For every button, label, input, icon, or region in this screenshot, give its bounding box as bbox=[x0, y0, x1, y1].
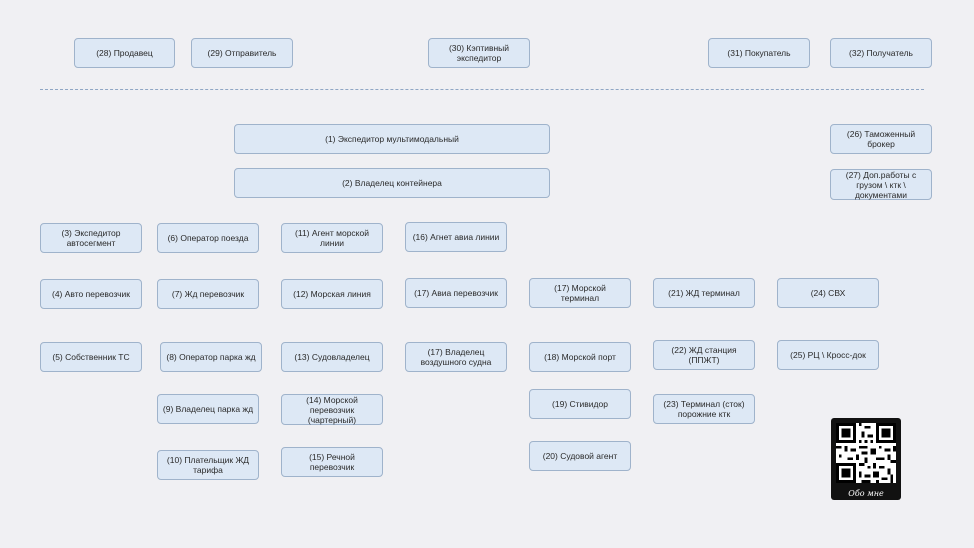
node-ship-agent: (20) Судовой агент bbox=[529, 441, 631, 471]
node-charter-sea-carrier: (14) Морской перевозчик (чартерный) bbox=[281, 394, 383, 425]
node-sea-line-agent: (11) Агент морской линии bbox=[281, 223, 383, 253]
node-distribution-center: (25) РЦ \ Кросс-док bbox=[777, 340, 879, 370]
node-extra-works: (27) Доп.работы с грузом \ ктк \ докумен… bbox=[830, 169, 932, 200]
node-empty-container-depot: (23) Терминал (сток) порожние ктк bbox=[653, 394, 755, 424]
node-captive-forwarder: (30) Кэптивный экспедитор bbox=[428, 38, 530, 68]
node-vehicle-owner: (5) Собственник ТС bbox=[40, 342, 142, 372]
node-shipper: (29) Отправитель bbox=[191, 38, 293, 68]
node-multimodal-forwarder: (1) Экспедитор мультимодальный bbox=[234, 124, 550, 154]
node-air-line-agent: (16) Агнет авиа линии bbox=[405, 222, 507, 252]
node-sea-terminal: (17) Морской терминал bbox=[529, 278, 631, 308]
node-temp-storage: (24) СВХ bbox=[777, 278, 879, 308]
node-river-carrier: (15) Речной перевозчик bbox=[281, 447, 383, 477]
qr-code[interactable]: Обо мне bbox=[831, 418, 901, 500]
node-sea-line: (12) Морская линия bbox=[281, 279, 383, 309]
node-customs-broker: (26) Таможенный брокер bbox=[830, 124, 932, 154]
node-rail-station: (22) ЖД станция (ППЖТ) bbox=[653, 340, 755, 370]
node-stevedore: (19) Стивидор bbox=[529, 389, 631, 419]
node-auto-carrier: (4) Авто перевозчик bbox=[40, 279, 142, 309]
node-rail-terminal: (21) ЖД терминал bbox=[653, 278, 755, 308]
node-rail-tariff-payer: (10) Плательщик ЖД тарифа bbox=[157, 450, 259, 480]
node-air-carrier: (17) Авиа перевозчик bbox=[405, 278, 507, 308]
qr-caption: Обо мне bbox=[848, 489, 884, 498]
node-rail-fleet-operator: (8) Оператор парка жд bbox=[160, 342, 262, 372]
node-buyer: (31) Покупатель bbox=[708, 38, 810, 68]
qr-code-icon bbox=[836, 423, 896, 483]
node-consignee: (32) Получатель bbox=[830, 38, 932, 68]
node-sea-port: (18) Морской порт bbox=[529, 342, 631, 372]
node-rail-fleet-owner: (9) Владелец парка жд bbox=[157, 394, 259, 424]
node-train-operator: (6) Оператор поезда bbox=[157, 223, 259, 253]
node-aircraft-owner: (17) Владелец воздушного судна bbox=[405, 342, 507, 372]
dashed-divider bbox=[40, 89, 924, 90]
node-container-owner: (2) Владелец контейнера bbox=[234, 168, 550, 198]
node-seller: (28) Продавец bbox=[74, 38, 175, 68]
node-rail-carrier: (7) Жд перевозчик bbox=[157, 279, 259, 309]
node-auto-forwarder: (3) Экспедитор автосегмент bbox=[40, 223, 142, 253]
node-ship-owner: (13) Судовладелец bbox=[281, 342, 383, 372]
